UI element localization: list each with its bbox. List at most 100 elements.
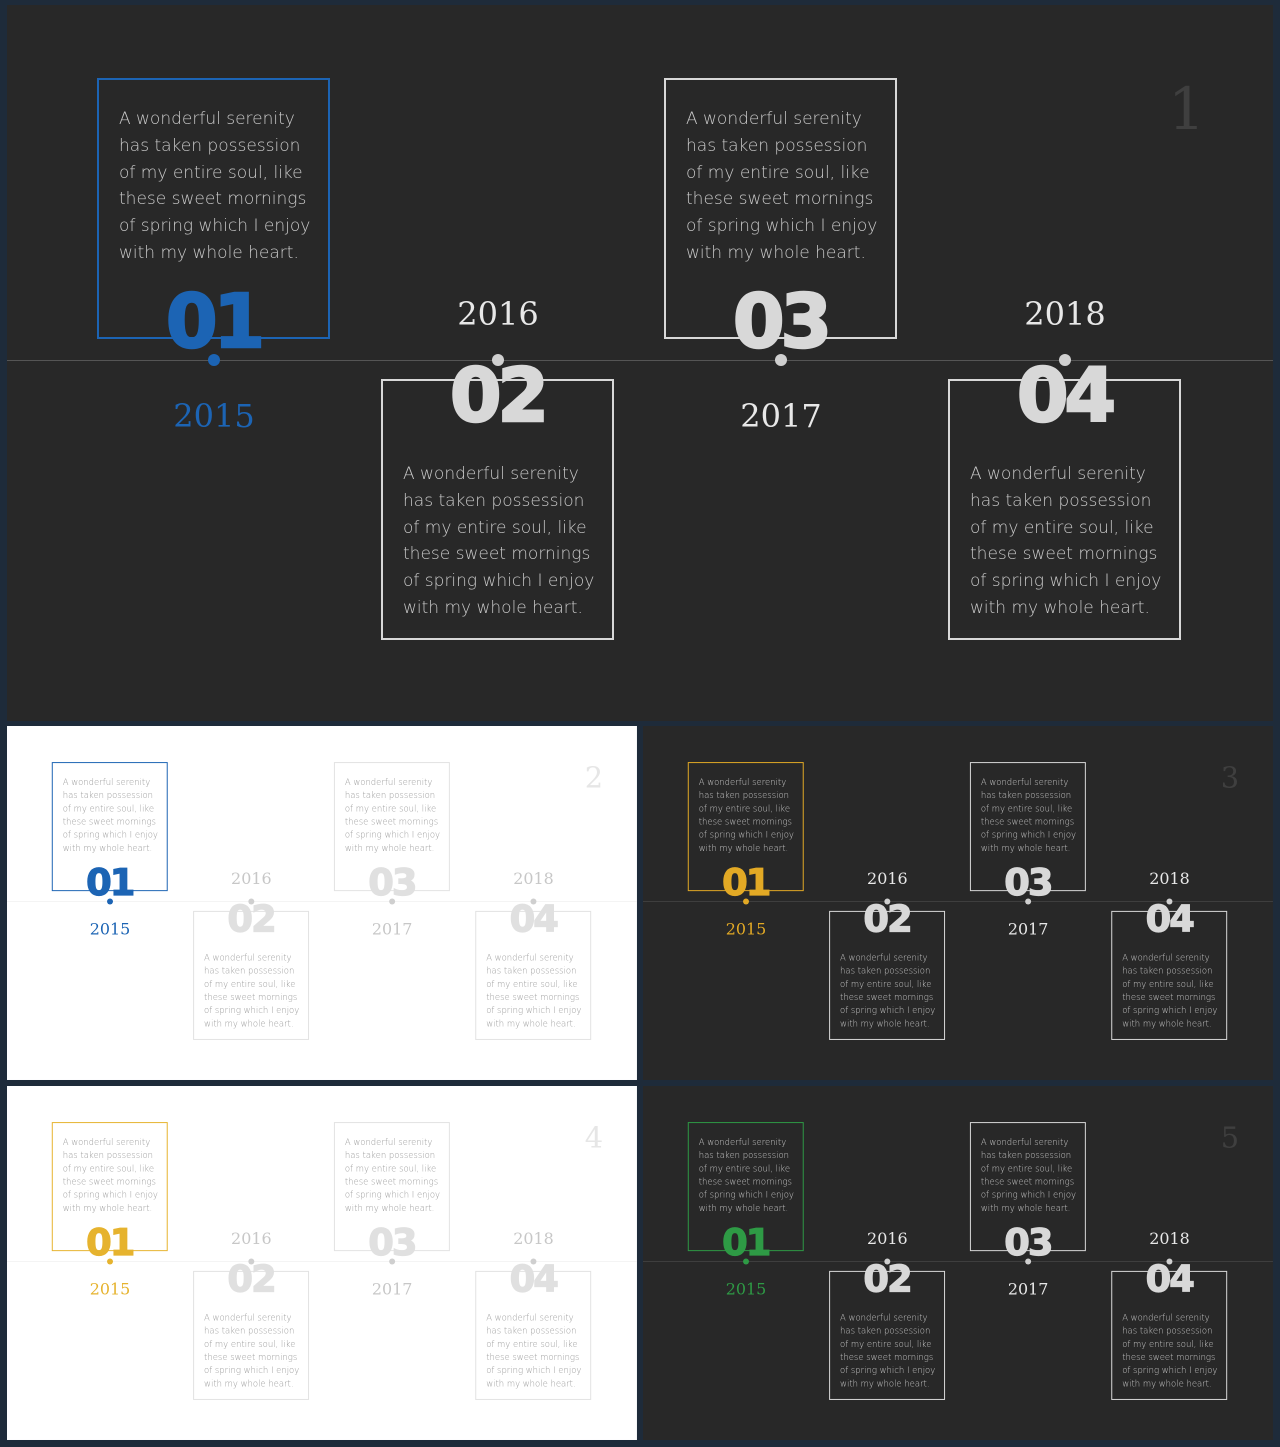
milestone-card-04: A wonderful serenity has taken possessio… xyxy=(475,900,592,1040)
timeline-dot-2017[interactable] xyxy=(1025,1258,1032,1265)
milestone-description: A wonderful serenity has taken possessio… xyxy=(204,952,300,1030)
milestone-description: A wonderful serenity has taken possessio… xyxy=(119,109,311,263)
milestone-year: 2015 xyxy=(725,1279,767,1299)
timeline-dot-2017[interactable] xyxy=(1025,898,1032,905)
timeline-dot-2018[interactable] xyxy=(1166,898,1173,905)
milestone-description: A wonderful serenity has taken possessio… xyxy=(1122,952,1218,1030)
milestone-number: 01 xyxy=(721,861,771,904)
timeline-dot-2015[interactable] xyxy=(743,898,749,905)
milestone-description: A wonderful serenity has taken possessio… xyxy=(980,1137,1077,1214)
milestone-year: 2015 xyxy=(173,397,255,435)
milestone-card-03: A wonderful serenity has taken possessio… xyxy=(969,1122,1086,1262)
timeline-line xyxy=(7,360,1273,361)
milestone-card-04: A wonderful serenity has taken possessio… xyxy=(475,1260,592,1400)
milestone-card-04: A wonderful serenity has taken possessio… xyxy=(948,358,1181,640)
milestone-year: 2015 xyxy=(725,919,767,939)
timeline-dot-2016[interactable] xyxy=(248,1258,255,1265)
slide-number: 1 xyxy=(1168,75,1205,143)
milestone-year: 2017 xyxy=(1007,1279,1049,1299)
milestone-description: A wonderful serenity has taken possessio… xyxy=(970,464,1162,618)
milestone-card-02: A wonderful serenity has taken possessio… xyxy=(193,1260,310,1400)
milestone-year: 2017 xyxy=(1007,919,1049,939)
milestone-card-01: A wonderful serenity has taken possessio… xyxy=(51,1122,168,1262)
milestone-description: A wonderful serenity has taken possessio… xyxy=(840,1312,936,1390)
milestone-year: 2018 xyxy=(1149,1229,1190,1249)
slide-4-canvas: 4 A wonderful serenity has taken possessi… xyxy=(7,1086,637,1440)
timeline-dot-2015[interactable] xyxy=(107,1258,113,1265)
milestone-number: 02 xyxy=(863,1258,913,1301)
milestone-number: 01 xyxy=(85,861,135,904)
milestone-number: 02 xyxy=(449,353,550,439)
milestone-card-03: A wonderful serenity has taken possessio… xyxy=(333,762,450,902)
timeline-dot-2017[interactable] xyxy=(389,898,396,905)
timeline-dot-2016[interactable] xyxy=(884,898,891,905)
milestone-year: 2018 xyxy=(1024,295,1106,333)
milestone-number: 03 xyxy=(368,861,418,904)
slide-number: 5 xyxy=(1220,1120,1240,1155)
milestone-year: 2016 xyxy=(231,869,272,889)
milestone-description: A wonderful serenity has taken possessio… xyxy=(344,777,441,854)
milestone-description: A wonderful serenity has taken possessio… xyxy=(486,1312,582,1390)
milestone-card-01: A wonderful serenity has taken possessio… xyxy=(51,762,168,902)
milestone-number: 01 xyxy=(85,1221,135,1264)
timeline-dot-2016[interactable] xyxy=(492,354,504,366)
timeline-dot-2017[interactable] xyxy=(389,1258,396,1265)
timeline-dot-2016[interactable] xyxy=(884,1258,891,1265)
milestone-number: 04 xyxy=(1145,1258,1195,1301)
milestone-card-01: A wonderful serenity has taken possessio… xyxy=(687,762,804,902)
slide-3-canvas: 3 A wonderful serenity has taken possessi… xyxy=(643,726,1273,1080)
slide-number: 2 xyxy=(584,760,604,795)
milestone-card-03: A wonderful serenity has taken possessio… xyxy=(664,78,897,360)
milestone-number: 03 xyxy=(1004,861,1054,904)
milestone-number: 02 xyxy=(227,1258,277,1301)
milestone-card-02: A wonderful serenity has taken possessio… xyxy=(829,900,946,1040)
milestone-description: A wonderful serenity has taken possessio… xyxy=(980,777,1077,854)
milestone-number: 03 xyxy=(368,1221,418,1264)
milestone-card-04: A wonderful serenity has taken possessio… xyxy=(1111,1260,1228,1400)
slide-number: 4 xyxy=(584,1120,604,1155)
timeline-dot-2018[interactable] xyxy=(530,1258,537,1265)
timeline-dot-2015[interactable] xyxy=(743,1258,749,1265)
milestone-number: 04 xyxy=(1145,898,1195,941)
milestone-number: 02 xyxy=(227,898,277,941)
milestone-card-02: A wonderful serenity has taken possessio… xyxy=(381,358,614,640)
milestone-year: 2016 xyxy=(867,1229,908,1249)
milestone-description: A wonderful serenity has taken possessio… xyxy=(62,777,158,854)
timeline-dot-2018[interactable] xyxy=(1059,354,1071,366)
milestone-description: A wonderful serenity has taken possessio… xyxy=(686,109,878,263)
milestone-description: A wonderful serenity has taken possessio… xyxy=(403,464,595,618)
slide-2[interactable]: 2 A wonderful serenity has taken possessi… xyxy=(7,726,637,1080)
milestone-card-03: A wonderful serenity has taken possessio… xyxy=(969,762,1086,902)
milestone-year: 2015 xyxy=(89,1279,131,1299)
timeline-dot-2018[interactable] xyxy=(1166,1258,1173,1265)
milestone-number: 04 xyxy=(1016,353,1117,439)
milestone-year: 2018 xyxy=(513,869,554,889)
milestone-number: 03 xyxy=(732,279,833,365)
milestone-card-02: A wonderful serenity has taken possessio… xyxy=(829,1260,946,1400)
milestone-card-01: A wonderful serenity has taken possessio… xyxy=(97,78,330,360)
milestone-description: A wonderful serenity has taken possessio… xyxy=(840,952,936,1030)
timeline-dot-2017[interactable] xyxy=(775,354,787,366)
slide-1-canvas: 1 A wonderful serenity has taken possessi… xyxy=(7,5,1273,721)
milestone-year: 2018 xyxy=(1149,869,1190,889)
slide-4[interactable]: 4 A wonderful serenity has taken possessi… xyxy=(7,1086,637,1440)
milestone-card-02: A wonderful serenity has taken possessio… xyxy=(193,900,310,1040)
slide-1[interactable]: 1 A wonderful serenity has taken possessi… xyxy=(7,5,1273,721)
milestone-description: A wonderful serenity has taken possessio… xyxy=(698,777,794,854)
milestone-description: A wonderful serenity has taken possessio… xyxy=(698,1137,794,1214)
milestone-year: 2016 xyxy=(231,1229,272,1249)
milestone-description: A wonderful serenity has taken possessio… xyxy=(344,1137,441,1214)
timeline-dot-2015[interactable] xyxy=(208,354,220,366)
milestone-number: 01 xyxy=(721,1221,771,1264)
milestone-year: 2015 xyxy=(89,919,131,939)
milestone-number: 01 xyxy=(165,279,266,365)
milestone-card-03: A wonderful serenity has taken possessio… xyxy=(333,1122,450,1262)
timeline-dot-2018[interactable] xyxy=(530,898,537,905)
slide-5[interactable]: 5 A wonderful serenity has taken possessi… xyxy=(643,1086,1273,1440)
slide-number: 3 xyxy=(1220,760,1240,795)
slide-3[interactable]: 3 A wonderful serenity has taken possessi… xyxy=(643,726,1273,1080)
slide-2-canvas: 2 A wonderful serenity has taken possessi… xyxy=(7,726,637,1080)
milestone-year: 2016 xyxy=(867,869,908,889)
timeline-dot-2016[interactable] xyxy=(248,898,255,905)
timeline-dot-2015[interactable] xyxy=(107,898,113,905)
